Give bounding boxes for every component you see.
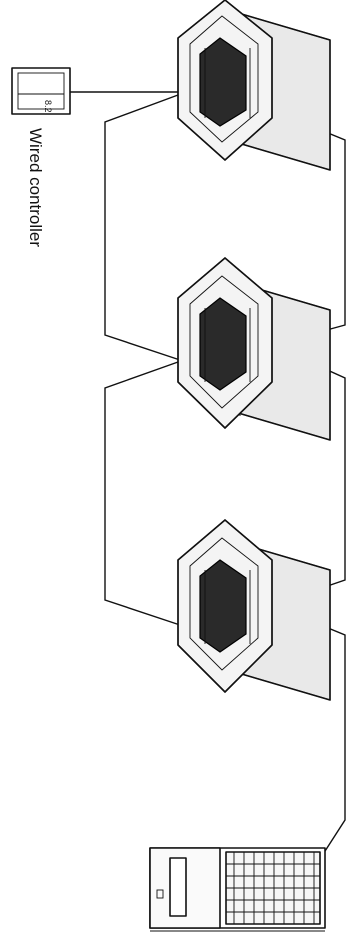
wire-unit1-unit2-left: [105, 95, 180, 360]
cassette-indoor-unit-icon: [178, 0, 330, 170]
cassette-indoor-unit-icon: [178, 520, 330, 700]
wiring: [68, 92, 345, 862]
cassette-indoor-unit-2: [178, 258, 330, 440]
outdoor-unit-icon: [150, 848, 325, 931]
cassette-indoor-unit-1: [178, 0, 330, 170]
wire-unit2-unit3-left: [105, 362, 180, 625]
controller-display-text: 8.2: [43, 100, 53, 113]
cassette-indoor-unit-icon: [178, 258, 330, 440]
cassette-indoor-unit-3: [178, 520, 330, 700]
wired-controller-label: Wired controller: [26, 128, 45, 247]
wired-controller-icon: 8.2: [12, 68, 70, 114]
